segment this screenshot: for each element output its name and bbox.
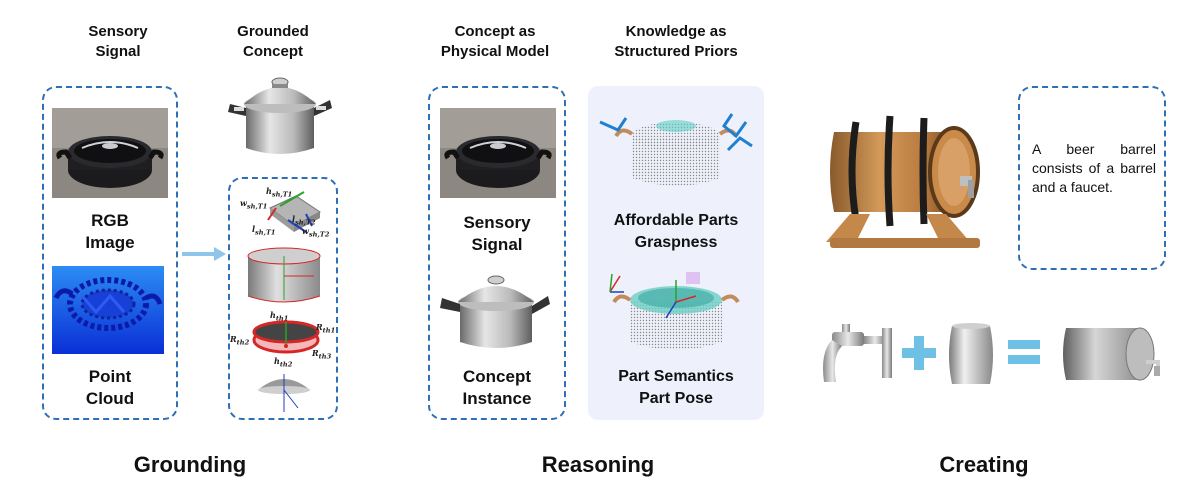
grounding-arrow bbox=[180, 244, 228, 264]
reasoning-section-label: Reasoning bbox=[541, 452, 655, 477]
math-l-sh-t2: lsh,T2 bbox=[292, 214, 316, 227]
barrel-part-image bbox=[946, 322, 996, 388]
grounding-section-label: Grounding bbox=[133, 452, 247, 477]
concept-instance-label: Concept Instance bbox=[462, 367, 532, 408]
beer-barrel-image bbox=[820, 92, 1000, 252]
math-r-th3: Rth3 bbox=[312, 348, 332, 361]
knob-part-diagram bbox=[254, 366, 314, 414]
part-semantics-label: Part Semantics Part Pose bbox=[618, 368, 734, 407]
reasoning-sensory-label: Sensory Signal bbox=[463, 213, 531, 254]
math-w-sh-t1: wsh,T1 bbox=[240, 198, 268, 211]
description-box bbox=[1018, 86, 1166, 270]
point-cloud-label: Point Cloud bbox=[85, 367, 135, 408]
math-h-sh-t1: hsh,T1 bbox=[266, 186, 293, 199]
sensory-signal-box bbox=[42, 86, 178, 420]
knowledge-priors-heading: Knowledge as Structured Priors bbox=[614, 23, 738, 60]
grounded-concept-heading: Grounded Concept bbox=[237, 23, 309, 60]
math-w-sh-t2: wsh,T2 bbox=[302, 226, 330, 239]
lid-part-diagram bbox=[250, 318, 322, 358]
math-r-th1: Rth1 bbox=[316, 322, 336, 335]
math-h-th2: hth2 bbox=[274, 356, 293, 369]
reasoning-rgb-pot-image bbox=[440, 108, 556, 198]
grounded-concept-pot bbox=[226, 64, 334, 160]
assembled-barrel-image bbox=[1060, 318, 1168, 390]
equals-symbol bbox=[1006, 338, 1042, 366]
handle-part-diagram bbox=[240, 186, 328, 242]
point-cloud-image bbox=[52, 266, 164, 354]
affordable-parts-label: Affordable Parts Graspness bbox=[613, 212, 739, 251]
barrel-description: A beer barrel consists of a barrel and a… bbox=[1032, 141, 1156, 195]
math-h-th1: hth1 bbox=[270, 310, 289, 323]
creating-section-label: Creating bbox=[939, 452, 1029, 477]
math-r-th2: Rth2 bbox=[230, 334, 250, 347]
physical-model-box bbox=[428, 86, 566, 420]
part-semantics-pointcloud bbox=[600, 262, 752, 358]
faucet-part-image bbox=[820, 322, 894, 392]
rgb-image-label: RGB Image bbox=[85, 211, 135, 252]
plus-symbol bbox=[900, 334, 938, 372]
concept-instance-pot bbox=[440, 268, 552, 354]
grounded-concept-box bbox=[228, 177, 338, 420]
body-part-diagram bbox=[244, 246, 324, 308]
affordable-parts-pointcloud bbox=[596, 96, 756, 196]
rgb-pot-image bbox=[52, 108, 168, 198]
concept-physical-model-heading: Concept as Physical Model bbox=[440, 23, 550, 60]
math-l-sh-t1: lsh,T1 bbox=[252, 224, 276, 237]
sensory-signal-heading: Sensory Signal bbox=[88, 23, 148, 60]
